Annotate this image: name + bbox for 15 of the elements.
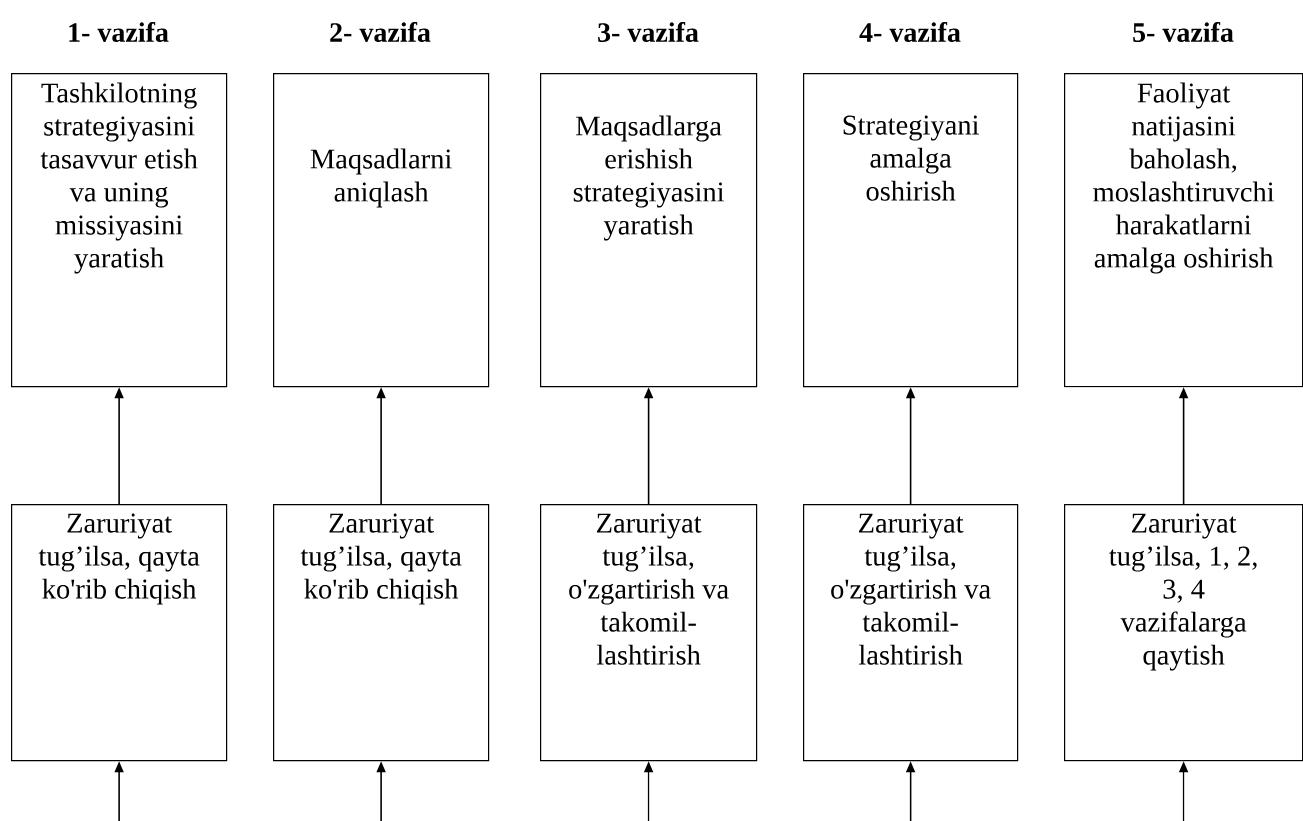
- heading: 1- vazifa: [69, 22, 169, 42]
- revision-box: Zaruriyat tug’ilsa, qayta ko'rib chiqish: [11, 503, 228, 762]
- revision-box: Zaruriyat tug’ilsa, qayta ko'rib chiqish: [273, 503, 490, 762]
- revision-box: Zaruriyat tug’ilsa, o'zgartirish va takomil- lashtirish: [540, 503, 758, 762]
- heading: 3- vazifa: [598, 22, 699, 42]
- task-box: Strategiyani amalga oshirish: [803, 73, 1019, 388]
- revision-box: Zaruriyat tug’ilsa, o'zgartirish va takomil- lashtirish: [803, 503, 1019, 762]
- heading: 2- vazifa: [330, 22, 431, 42]
- task-box: Maqsadlarga erishish strategiyasini yaratish: [540, 73, 758, 388]
- revision-box: Zaruriyat tug’ilsa, 1, 2, 3, 4 vazifalarga qaytish: [1064, 503, 1303, 762]
- task-box: Maqsadlarni aniqlash: [273, 73, 490, 388]
- heading: 4- vazifa: [859, 22, 961, 42]
- task-box: Faoliyat natijasini baholash, moslashtiruvchi harakatlarni amalga oshirish: [1064, 73, 1303, 388]
- task-box: Tashkilotning strategiyasini tasavvur etish va uning missiyasini yaratish: [11, 73, 228, 388]
- heading: 5- vazifa: [1133, 22, 1234, 42]
